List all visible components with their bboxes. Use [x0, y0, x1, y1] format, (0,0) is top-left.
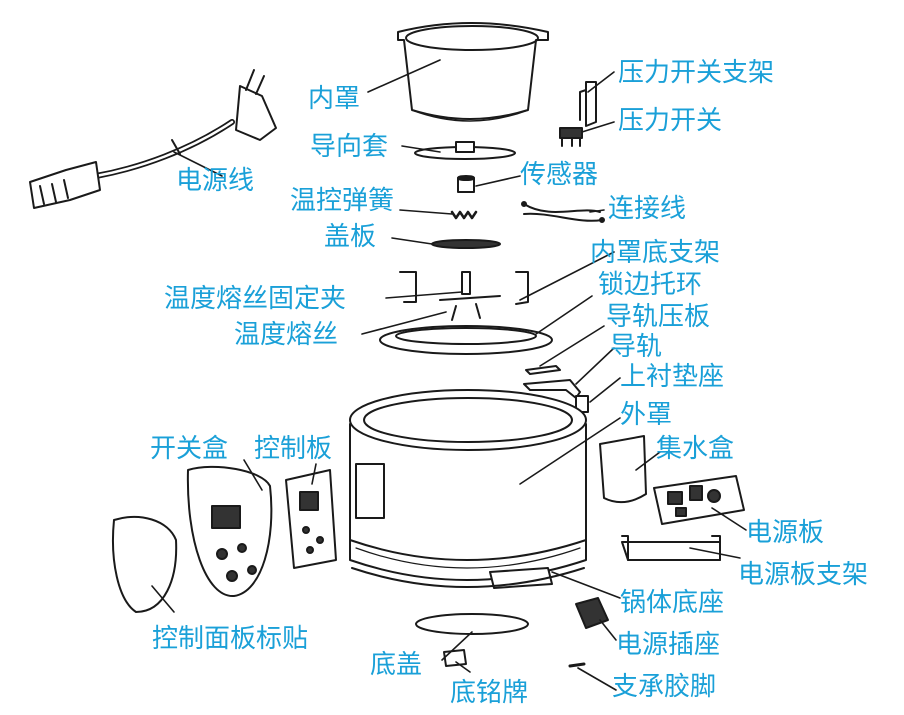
switch-box — [186, 465, 273, 598]
label-fuse-clamp: 温度熔丝固定夹 — [164, 284, 347, 314]
power-board — [653, 475, 745, 525]
control-panel-sticker — [111, 515, 178, 613]
power-cord — [29, 69, 277, 209]
label-temp-spring: 温控弹簧 — [290, 186, 395, 216]
control-board — [285, 469, 337, 569]
label-pressure-switch: 压力开关 — [618, 106, 723, 136]
label-connecting-wire: 连接线 — [608, 194, 687, 224]
label-water-box: 集水盒 — [656, 434, 735, 464]
pressure-switch-bracket — [579, 81, 597, 127]
label-bottom-cover: 底盖 — [370, 650, 423, 680]
label-power-board-bracket: 电源板支架 — [738, 560, 869, 590]
label-switch-box: 开关盒 — [150, 434, 229, 464]
label-control-board: 控制板 — [254, 434, 333, 464]
leader-lines — [151, 59, 747, 691]
bottom-cover — [415, 613, 529, 635]
lock-ring — [379, 325, 553, 355]
support-foot — [568, 662, 586, 668]
label-upper-liner-seat: 上衬垫座 — [620, 362, 725, 392]
label-outer-casing: 外罩 — [620, 400, 673, 430]
sensor — [457, 175, 475, 193]
inner-pot — [397, 22, 549, 122]
outer-casing — [349, 389, 587, 589]
label-lock-ring: 锁边托环 — [598, 270, 703, 300]
label-power-socket: 电源插座 — [616, 630, 721, 660]
label-power-cord: 电源线 — [176, 166, 255, 196]
label-inner-pot: 内罩 — [308, 84, 361, 114]
label-sensor: 传感器 — [520, 160, 599, 190]
label-pressure-switch-bracket: 压力开关支架 — [618, 58, 775, 88]
rail-press-plate — [525, 365, 561, 375]
temp-spring — [450, 210, 478, 220]
label-guide-sleeve: 导向套 — [310, 132, 389, 162]
label-control-panel-sticker: 控制面板标贴 — [152, 624, 309, 654]
nameplate — [443, 649, 467, 667]
water-box — [599, 435, 647, 504]
label-cover-plate: 盖板 — [324, 222, 377, 252]
label-power-board: 电源板 — [746, 518, 825, 548]
label-thermal-fuse: 温度熔丝 — [234, 320, 339, 350]
label-rail: 导轨 — [610, 332, 663, 362]
pressure-switch — [559, 127, 583, 147]
fuse-clamp — [399, 271, 529, 321]
label-pot-base: 锅体底座 — [620, 588, 725, 618]
cover-plate — [431, 239, 501, 249]
guide-sleeve — [414, 141, 516, 160]
label-rail-press-plate: 导轨压板 — [606, 302, 711, 332]
label-support-foot: 支承胶脚 — [612, 672, 717, 702]
label-nameplate: 底铭牌 — [450, 678, 529, 708]
power-board-bracket — [621, 535, 721, 561]
label-inner-pot-bottom-bracket: 内罩底支架 — [590, 238, 721, 268]
